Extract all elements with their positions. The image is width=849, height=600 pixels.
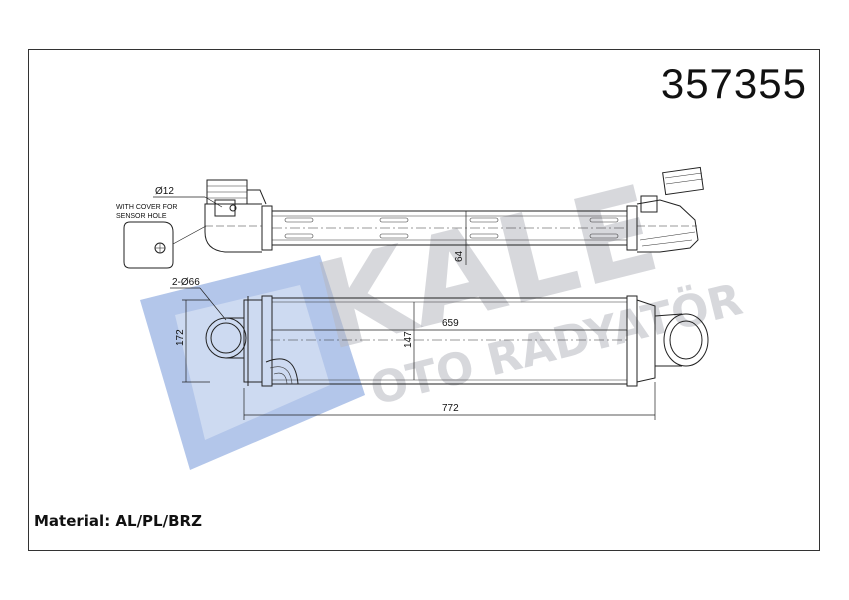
hole-diameter-label: Ø12 bbox=[155, 186, 174, 197]
top-view bbox=[204, 166, 704, 265]
pipe-diameter-label: 2-Ø66 bbox=[172, 277, 200, 288]
height-dimension: 172 bbox=[175, 329, 186, 346]
kale-logo-watermark: KALE OTO RADYATÖR bbox=[140, 160, 747, 470]
part-number: 357355 bbox=[660, 60, 807, 107]
drawing-frame bbox=[28, 49, 820, 551]
depth-dimension: 64 bbox=[454, 250, 465, 262]
sensor-hole-callout: Ø12 WITH COVER FOR SENSOR HOLE bbox=[116, 186, 223, 269]
dimension-lines bbox=[182, 299, 656, 420]
core-length-dimension: 659 bbox=[442, 318, 459, 329]
total-length-dimension: 772 bbox=[442, 403, 459, 414]
cover-note-line-2: SENSOR HOLE bbox=[116, 213, 167, 220]
core-height-dimension: 147 bbox=[403, 331, 414, 348]
cover-note-line-1: WITH COVER FOR bbox=[116, 204, 177, 211]
front-view bbox=[205, 295, 709, 387]
material-label: Material: AL/PL/BRZ bbox=[34, 512, 202, 530]
